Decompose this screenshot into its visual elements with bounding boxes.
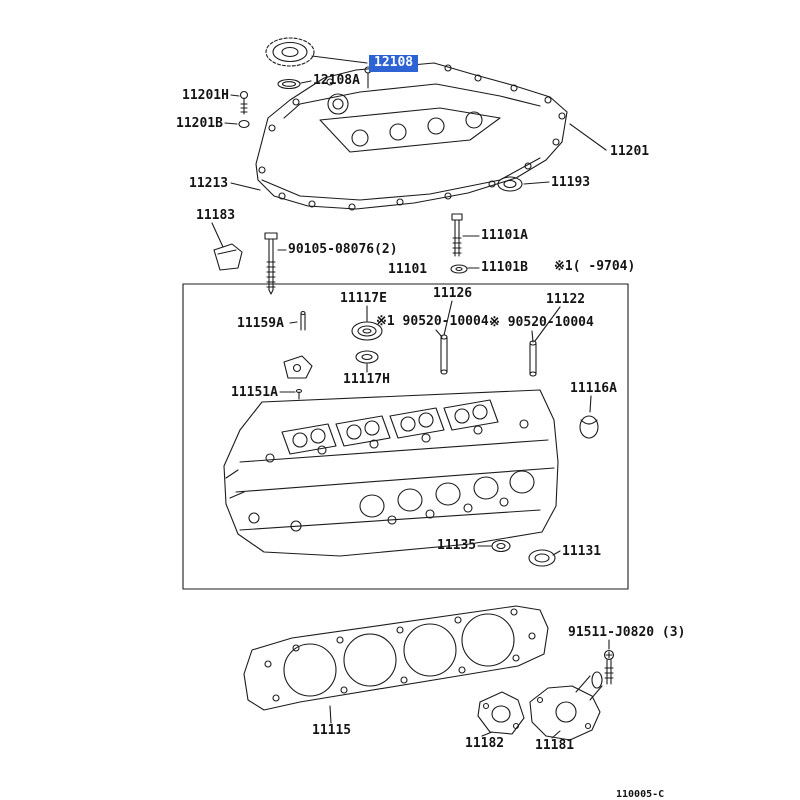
bolt-90105-art xyxy=(264,232,278,295)
part-label-11201b[interactable]: 11201B xyxy=(176,116,223,131)
part-label-11122[interactable]: 11122 xyxy=(546,292,586,307)
diagram-code: 110005-C xyxy=(616,789,665,800)
head-gasket-art xyxy=(243,605,549,711)
assembly-box xyxy=(182,283,629,590)
bolt-91511-art xyxy=(603,649,615,685)
plug-11116a-art xyxy=(579,415,599,439)
grommet-11193-art xyxy=(497,176,523,192)
part-label-11182[interactable]: 11182 xyxy=(465,736,505,751)
part-label-91511-j0820[interactable]: 91511-J0820 (3) xyxy=(568,625,686,640)
leader-lines xyxy=(211,55,610,739)
gasket-11182-art xyxy=(477,691,525,735)
plug-11135-art xyxy=(491,539,511,553)
part-label-11181[interactable]: 11181 xyxy=(535,738,575,753)
part-label-11101a[interactable]: 11101A xyxy=(481,228,528,243)
part-label-11117e[interactable]: 11117E xyxy=(340,291,387,306)
part-label-11131[interactable]: 11131 xyxy=(562,544,602,559)
part-label-11159a[interactable]: 11159A xyxy=(237,316,284,331)
seal-11131-art xyxy=(528,549,556,567)
part-label-11213[interactable]: 11213 xyxy=(189,176,229,191)
washer-11101b-art xyxy=(450,264,468,274)
part-label-11117h[interactable]: 11117H xyxy=(343,372,390,387)
part-label-11115[interactable]: 11115 xyxy=(312,723,352,738)
part-label-90520-left[interactable]: ※1 90520-10004 xyxy=(376,314,489,329)
seal-11117e-art xyxy=(351,321,383,341)
cylinder-head-art xyxy=(223,389,559,557)
part-label-11116a[interactable]: 11116A xyxy=(570,381,617,396)
part-label-11101b[interactable]: 11101B xyxy=(481,260,528,275)
water-outlet-11181-art xyxy=(529,671,603,741)
part-label-11201h[interactable]: 11201H xyxy=(182,88,229,103)
oil-cap-gasket-art xyxy=(277,78,301,90)
oil-filler-cap-art xyxy=(265,37,315,67)
part-label-12108a[interactable]: 12108A xyxy=(313,73,360,88)
part-11183-art xyxy=(213,243,243,271)
part-label-12108[interactable]: 12108 xyxy=(369,55,419,72)
part-label-11193[interactable]: 11193 xyxy=(551,175,591,190)
grommet-11201b-art xyxy=(238,119,250,129)
applicability-note: ※1( -9704) xyxy=(554,259,636,274)
bolt-11201h-art xyxy=(239,90,249,115)
seal-11117h-art xyxy=(355,350,379,364)
bolt-11101a-art xyxy=(451,213,463,257)
part-label-90105-08076[interactable]: 90105-08076(2) xyxy=(288,242,398,257)
part-11151a-art xyxy=(283,355,313,400)
part-label-11126[interactable]: 11126 xyxy=(433,286,473,301)
part-label-90520-right[interactable]: ※ 90520-10004 xyxy=(489,315,594,330)
part-label-11151a[interactable]: 11151A xyxy=(231,385,278,400)
part-label-11201[interactable]: 11201 xyxy=(610,144,650,159)
part-label-11183[interactable]: 11183 xyxy=(196,208,236,223)
stud-11159a-art xyxy=(300,310,306,331)
studs-90520-art xyxy=(440,334,537,377)
part-label-11135[interactable]: 11135 xyxy=(437,538,477,553)
valve-cover-art xyxy=(255,62,568,211)
part-label-11101[interactable]: 11101 xyxy=(388,262,428,277)
